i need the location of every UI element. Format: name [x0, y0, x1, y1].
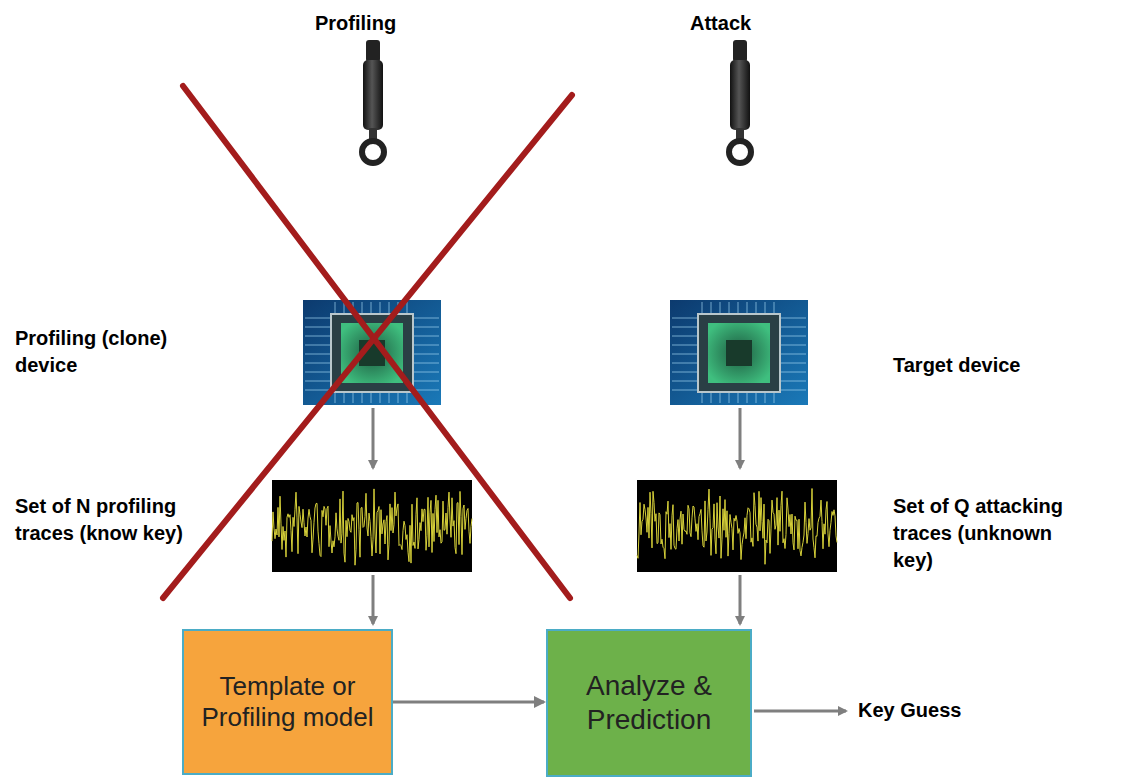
column-heading: Attack — [690, 10, 790, 37]
annotation-label: Key Guess — [858, 697, 998, 724]
probe-icon — [729, 40, 751, 163]
cross-out — [163, 86, 572, 598]
process-box: Analyze & Prediction — [546, 629, 752, 777]
power-trace — [637, 480, 837, 572]
chip-icon — [303, 300, 441, 405]
process-box: Template or Profiling model — [182, 629, 393, 775]
flow-arrow — [393, 701, 544, 704]
annotation-label: Profiling (clone) device — [15, 325, 215, 379]
column-heading: Profiling — [315, 10, 435, 37]
box-text: Template or Profiling model — [193, 671, 383, 733]
probe-icon — [362, 40, 384, 163]
annotation-label: Set of Q attacking traces (unknown key) — [893, 493, 1068, 574]
box-text: Analyze & Prediction — [559, 669, 739, 736]
chip-icon — [670, 300, 808, 405]
power-trace — [272, 480, 472, 572]
annotation-label: Set of N profiling traces (know key) — [15, 493, 205, 547]
annotation-label: Target device — [893, 352, 1093, 379]
